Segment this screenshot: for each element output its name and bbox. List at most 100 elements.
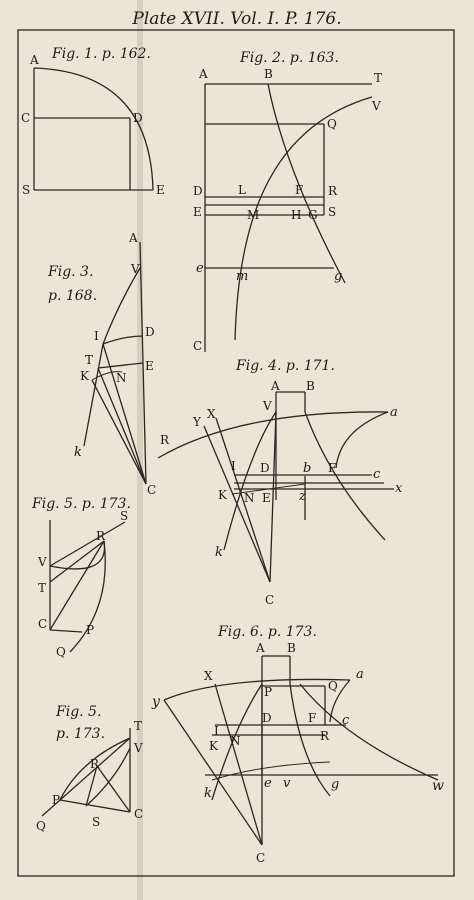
fig5a-label-S: S <box>120 509 128 523</box>
fig4-label-D: D <box>260 461 270 475</box>
fig6-arc-v <box>211 761 331 781</box>
fig4-label-X: X <box>207 407 216 421</box>
fig3-label-I: I <box>94 329 99 343</box>
fig5a-curve-RQ <box>69 540 106 653</box>
fig6-label-F: F <box>308 711 316 725</box>
fig3-label-D: D <box>145 325 155 339</box>
fig1-label-S: S <box>22 183 30 197</box>
fig5a-caption: Fig. 5. p. 173. <box>31 496 131 512</box>
plate-border <box>17 29 455 877</box>
fig3-label-T: T <box>85 353 93 367</box>
fig2-label-L: L <box>238 183 246 197</box>
fig5b-label-V: V <box>133 741 143 755</box>
fig2-label-C: C <box>193 339 202 353</box>
fig6-label-w: w <box>432 778 444 794</box>
fig6-line-yC <box>163 699 263 846</box>
fig5b-line-RC <box>96 765 131 813</box>
figure-5-lower: Fig. 5. p. 173. T V R P C S Q <box>36 704 143 833</box>
fig5a-label-P: P <box>86 623 94 637</box>
fig2-curve-B <box>267 83 346 284</box>
fig5a-label-Q: Q <box>56 645 66 659</box>
fig5b-line-RS <box>85 765 98 807</box>
fig3-caption-line1: Fig. 3. <box>47 264 93 280</box>
fig4-label-x: x <box>395 481 403 496</box>
plate-title: Plate XVII. Vol. I. P. 176. <box>131 9 341 29</box>
fig2-label-D: D <box>193 184 203 198</box>
fig2-label-T: T <box>374 71 382 85</box>
fig3-label-k: k <box>74 445 82 460</box>
fig4-label-V: V <box>262 399 272 413</box>
fig5b-caption-line2: p. 173. <box>56 726 105 742</box>
fig4-curve-R <box>157 411 389 459</box>
fig4-label-C: C <box>265 593 274 607</box>
fig5b-label-S: S <box>92 815 100 829</box>
fig4-label-b: b <box>303 461 311 476</box>
fig4-label-K: K <box>218 488 228 502</box>
fig4-label-k: k <box>215 545 223 560</box>
fig3-line-KN <box>91 371 123 381</box>
fig5b-label-C: C <box>134 807 143 821</box>
fig3-line-ID <box>102 335 144 345</box>
fig3-line-IC <box>102 343 147 485</box>
fig2-label-G: G <box>308 208 318 222</box>
figure-1: Fig. 1. p. 162. A C D S E <box>21 46 165 197</box>
fig6-curve-w <box>299 683 439 781</box>
fig2-label-B: B <box>264 67 273 81</box>
fig5a-line-VS <box>49 521 126 567</box>
fig4-label-E: E <box>262 491 271 505</box>
fig4-label-B: B <box>306 379 315 393</box>
fig4-label-A: A <box>270 379 280 393</box>
fig4-label-R: R <box>160 433 170 447</box>
fig6-label-K: K <box>209 739 219 753</box>
fig1-label-A: A <box>29 53 39 67</box>
fig2-label-g: g <box>334 269 342 284</box>
fig4-label-c: c <box>373 467 381 482</box>
fig6-caption: Fig. 6. p. 173. <box>217 624 317 640</box>
figure-2: Fig. 2. p. 163. A B T V Q D L F R E M H … <box>193 50 382 353</box>
fig5b-line-PC <box>59 799 131 813</box>
fig5b-label-T: T <box>134 719 142 733</box>
fig1-label-C: C <box>21 111 30 125</box>
fig3-curve-VI <box>102 267 141 345</box>
fig6-label-P: P <box>264 685 272 699</box>
fig5b-label-Q: Q <box>36 819 46 833</box>
fig2-label-M: M <box>247 208 259 222</box>
fig6-label-a: a <box>356 667 364 682</box>
fig2-label-e: e <box>196 261 204 276</box>
fig2-label-A: A <box>198 67 208 81</box>
fig6-curve-k <box>211 683 263 801</box>
fig2-curve-V <box>234 96 373 341</box>
fig4-line-KN <box>231 483 306 495</box>
fig6-label-C: C <box>256 851 265 865</box>
fig3-label-N: N <box>116 371 127 385</box>
fig4-curve-Vk <box>223 411 277 551</box>
fig2-label-V: V <box>371 99 381 113</box>
fig6-curve-a <box>329 679 351 723</box>
fig3-label-E: E <box>145 359 154 373</box>
figure-3: Fig. 3. p. 168. A V I D T K N E k C <box>47 231 156 497</box>
fig1-caption: Fig. 1. p. 162. <box>51 46 151 62</box>
fig3-label-K: K <box>80 369 90 383</box>
fig6-label-I: I <box>214 724 219 738</box>
fig5b-line-QT <box>41 737 131 817</box>
fig5b-label-R: R <box>90 757 100 771</box>
fig2-label-E: E <box>193 205 202 219</box>
fig5b-curve-TP <box>59 737 131 801</box>
fig4-line-VC <box>269 411 277 583</box>
fig6-label-R: R <box>320 729 330 743</box>
fig3-caption-line2: p. 168. <box>48 288 97 304</box>
fig6-label-B: B <box>287 641 296 655</box>
fig6-curve-top <box>163 678 351 701</box>
fig3-label-V: V <box>130 262 140 276</box>
fig5b-caption-line1: Fig. 5. <box>55 704 101 720</box>
fig6-line-XC <box>214 683 263 846</box>
fig4-label-Y: Y <box>192 415 202 429</box>
fig6-label-Q: Q <box>328 679 338 693</box>
fig5a-label-T: T <box>38 581 46 595</box>
fig3-line-TE <box>97 362 144 369</box>
fig5a-line-CR <box>49 540 105 631</box>
fig1-label-D: D <box>133 111 143 125</box>
fig5a-label-V: V <box>37 555 47 569</box>
